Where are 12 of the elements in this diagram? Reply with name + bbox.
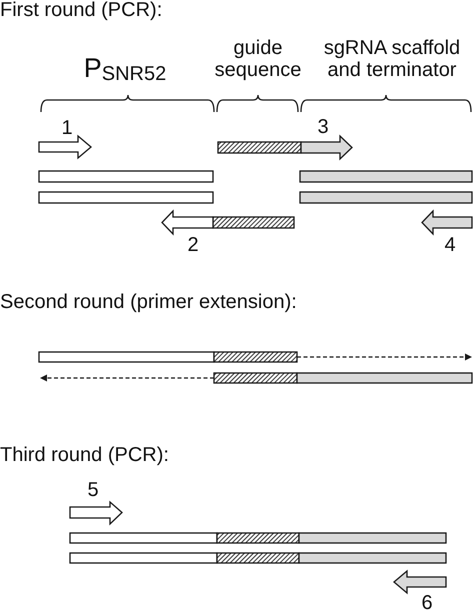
primer-number: 3: [317, 119, 329, 135]
region-label: sgRNA scaffold and terminator: [322, 37, 462, 81]
region-label: P$_{SNR52}$: [84, 52, 166, 83]
primer-number: 6: [421, 594, 433, 610]
primer-number: 5: [87, 482, 99, 498]
section-heading: Third round (PCR):: [0, 445, 169, 465]
section-heading: Second round (primer extension):: [0, 292, 297, 312]
section-heading: First round (PCR):: [0, 0, 162, 20]
region-label: guide sequence: [214, 37, 302, 81]
primer-number: 1: [61, 120, 73, 136]
primer-number: 4: [444, 237, 456, 253]
primer-number: 2: [187, 237, 199, 253]
